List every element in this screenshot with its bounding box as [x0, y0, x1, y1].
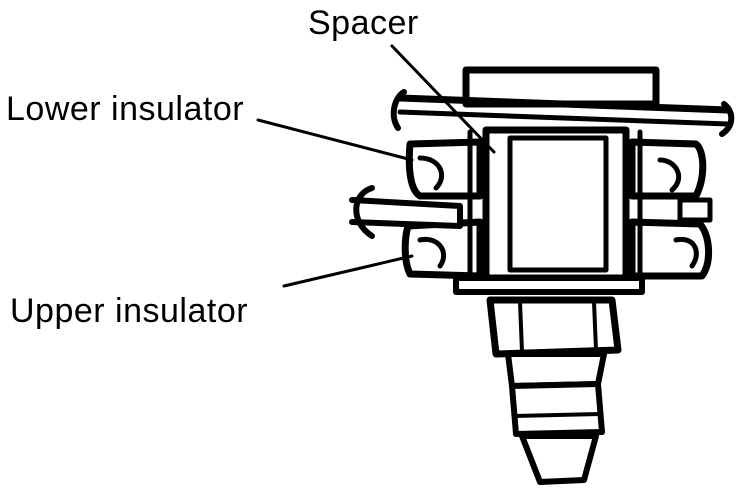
nut	[486, 296, 622, 358]
leader-spacer	[390, 44, 496, 154]
leader-upper	[282, 254, 414, 288]
spacer-label: Spacer	[308, 4, 419, 42]
bracket	[349, 185, 463, 239]
lower-insulator-label: Lower insulator	[6, 90, 245, 128]
leader-lines	[256, 44, 496, 288]
mounting-plate	[390, 89, 735, 137]
nozzle-tip	[505, 351, 607, 485]
upper-insulator-label: Upper insulator	[10, 292, 249, 330]
base-plate	[453, 275, 645, 295]
spacer	[467, 126, 643, 282]
leader-lower	[256, 118, 414, 162]
